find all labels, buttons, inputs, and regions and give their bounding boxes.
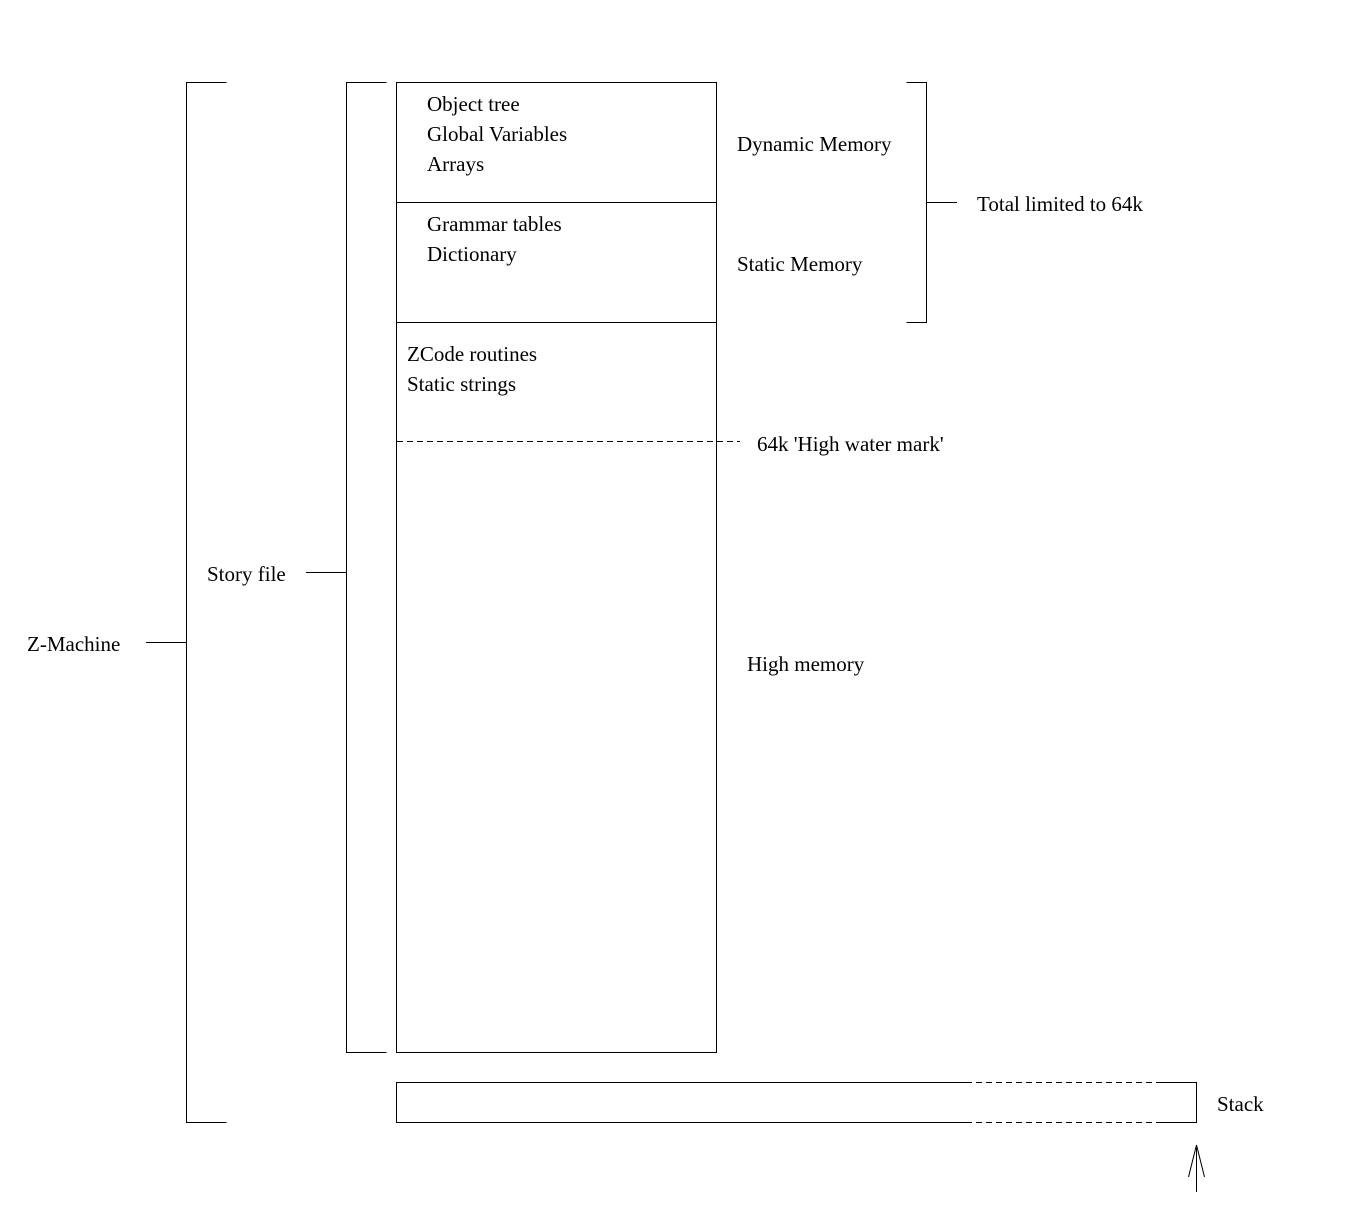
z-machine-bracket <box>186 82 227 1123</box>
high-item-static-strings: Static strings <box>407 372 517 396</box>
high-water-mark-label: 64k 'High water mark' <box>757 432 944 456</box>
static-memory-label: Static Memory <box>737 252 863 276</box>
dynamic-memory-label: Dynamic Memory <box>737 132 892 156</box>
total-limit-label: Total limited to 64k <box>977 192 1143 216</box>
total-limit-bracket <box>906 82 927 323</box>
high-item-zcode-routines: ZCode routines <box>407 342 538 366</box>
dynamic-item-global-variables: Global Variables <box>427 122 568 146</box>
memory-column <box>396 82 717 1053</box>
stack-label: Stack <box>1217 1092 1264 1116</box>
dynamic-item-object-tree: Object tree <box>427 92 520 116</box>
static-memory-contents: Grammar tables Dictionary <box>427 209 562 269</box>
dynamic-memory-contents: Object tree Global Variables Arrays <box>427 89 567 179</box>
z-machine-label: Z-Machine <box>27 632 121 656</box>
story-file-label: Story file <box>207 562 286 586</box>
high-memory-contents: ZCode routines Static strings <box>407 339 537 399</box>
static-item-dictionary: Dictionary <box>427 242 517 266</box>
static-item-grammar-tables: Grammar tables <box>427 212 562 236</box>
story-file-bracket <box>346 82 387 1053</box>
dynamic-item-arrays: Arrays <box>427 152 485 176</box>
stack-pointer-arrow-icon <box>1188 1144 1205 1192</box>
high-memory-label: High memory <box>747 652 865 676</box>
